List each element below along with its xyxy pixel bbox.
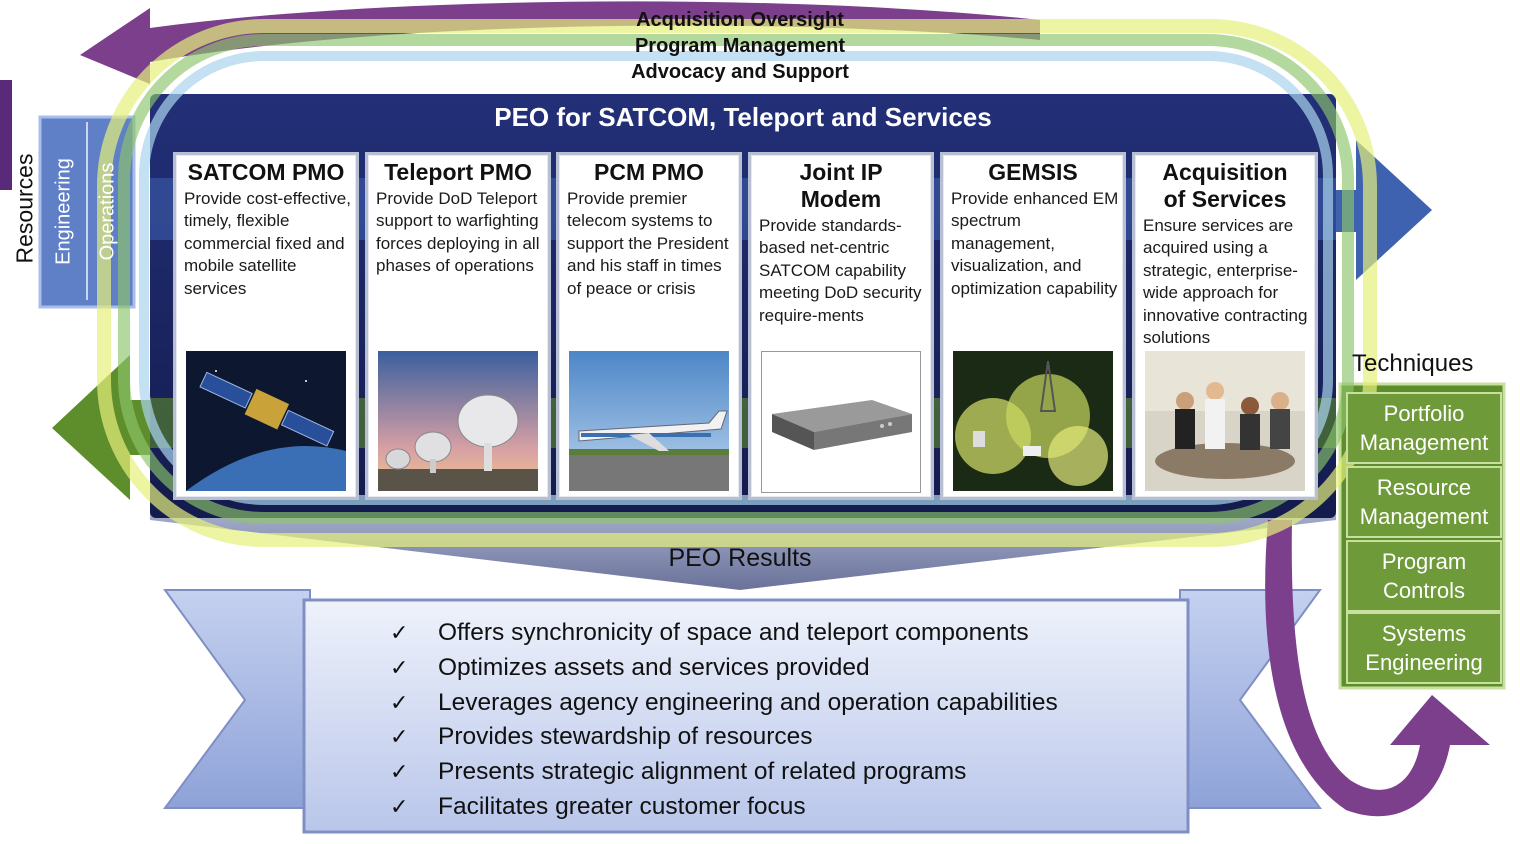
card-description: Provide enhanced EM spectrum management,… <box>951 189 1119 298</box>
oversight-label-program-management: Program Management <box>634 35 846 57</box>
result-item: ✓ Leverages agency engineering and operat… <box>390 686 1058 721</box>
result-text: Presents strategic alignment of related … <box>438 758 967 786</box>
card-teleport-pmo: Teleport PMO Provide DoD Teleport suppor… <box>365 152 551 500</box>
technique-program-controls: Program Controls <box>1346 540 1502 612</box>
peo-title: PEO for SATCOM, Teleport and Services <box>494 102 992 132</box>
technique-resource-management: Resource Management <box>1346 466 1502 538</box>
spectrum-image <box>953 351 1113 491</box>
card-joint-ip-modem: Joint IP Modem Provide standards-based n… <box>748 152 934 500</box>
check-icon: ✓ <box>390 654 409 680</box>
card-title: Acquisition of Services <box>1162 159 1288 212</box>
card-acquisition-of-services: Acquisition of Services Ensure services … <box>1132 152 1318 500</box>
resource-item-engineering: Engineering <box>52 158 75 265</box>
check-icon: ✓ <box>390 724 409 750</box>
card-description: Provide cost-effective, timely, flexible… <box>184 189 351 298</box>
result-text: Leverages agency engineering and operati… <box>438 688 1058 716</box>
card-description: Provide premier telecom systems to suppo… <box>567 189 729 298</box>
oversight-halo-rings <box>97 19 1377 547</box>
dish-antenna-image <box>378 351 538 491</box>
card-title: PCM PMO <box>594 159 704 185</box>
card-title: Joint IP Modem <box>799 159 883 212</box>
technique-systems-engineering: Systems Engineering <box>1346 612 1502 684</box>
resource-item-operations: Operations <box>96 162 119 261</box>
meeting-image <box>1145 351 1305 491</box>
modem-image <box>761 351 921 493</box>
card-title: SATCOM PMO <box>187 159 345 185</box>
oversight-label-acquisition: Acquisition Oversight <box>636 9 844 31</box>
result-text: Facilitates greater customer focus <box>438 792 806 820</box>
satellite-image <box>186 351 346 491</box>
oversight-label-advocacy: Advocacy and Support <box>631 61 849 83</box>
check-icon: ✓ <box>390 759 409 785</box>
card-title: GEMSIS <box>988 159 1078 185</box>
result-text: Offers synchronicity of space and telepo… <box>438 619 1029 646</box>
results-list: ✓ Offers synchronicity of space and telep… <box>390 616 1058 825</box>
aircraft-image <box>569 351 729 491</box>
result-item: ✓ Presents strategic alignment of related… <box>390 755 1058 790</box>
result-item: ✓ Provides stewardship of resources <box>390 720 1058 755</box>
check-icon: ✓ <box>390 620 409 645</box>
check-icon: ✓ <box>390 689 409 715</box>
result-text: Provides stewardship of resources <box>438 723 813 751</box>
techniques-label: Techniques <box>1352 350 1474 377</box>
card-gemsis: GEMSIS Provide enhanced EM spectrum mana… <box>940 152 1126 500</box>
card-description: Provide standards-based net-centric SATC… <box>759 216 922 325</box>
result-text: Optimizes assets and services provided <box>438 653 870 681</box>
check-icon: ✓ <box>390 793 409 819</box>
result-item: ✓ Facilitates greater customer focus <box>390 790 1058 825</box>
card-satcom-pmo: SATCOM PMO Provide cost-effective, timel… <box>173 152 359 500</box>
card-description: Ensure services are acquired using a str… <box>1143 216 1308 348</box>
purple-return-arrow <box>1265 520 1490 817</box>
purple-side-bar <box>0 80 12 190</box>
resources-label: Resources <box>11 153 38 264</box>
card-pcm-pmo: PCM PMO Provide premier telecom systems … <box>556 152 742 500</box>
results-ribbon <box>163 589 1322 834</box>
technique-portfolio-management: Portfolio Management <box>1346 392 1502 464</box>
card-title: Teleport PMO <box>384 159 532 185</box>
card-description: Provide DoD Teleport support to warfight… <box>376 189 540 276</box>
result-item: ✓ Optimizes assets and services provided <box>390 651 1058 686</box>
results-funnel <box>150 505 1336 590</box>
results-label: PEO Results <box>668 544 812 572</box>
result-item: ✓ Offers synchronicity of space and telep… <box>390 616 1058 651</box>
